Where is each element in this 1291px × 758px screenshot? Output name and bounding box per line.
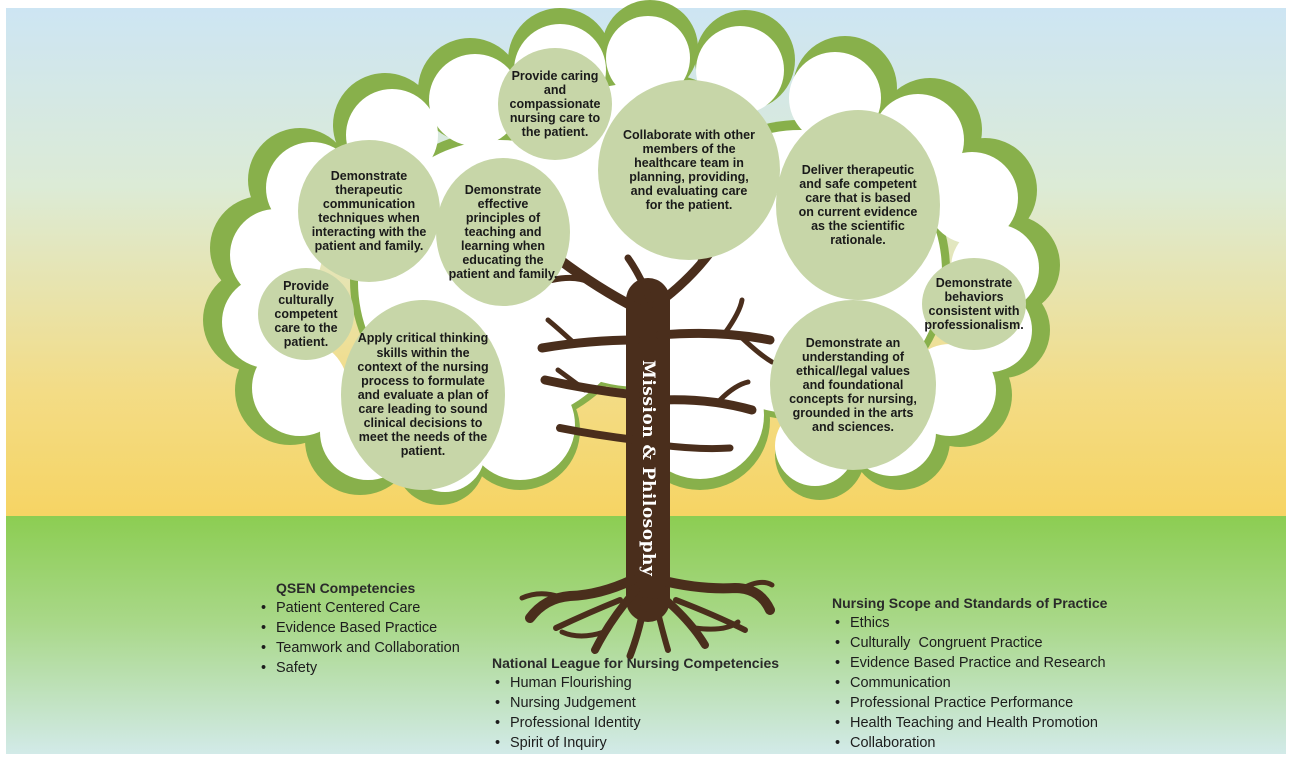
list-item: Spirit of Inquiry [492, 733, 779, 753]
qsen-competencies: QSEN Competencies Patient Centered Care … [258, 580, 460, 678]
list-item: Patient Centered Care [258, 598, 460, 618]
list-item: Evidence Based Practice and Research [832, 653, 1107, 673]
list-item: Teamwork and Collaboration [258, 638, 460, 658]
list-item: Nursing Judgement [492, 693, 779, 713]
list-item: Communication [832, 673, 1107, 693]
nln-list: Human Flourishing Nursing Judgement Prof… [492, 673, 779, 753]
qsen-title: QSEN Competencies [276, 580, 416, 596]
bubble-cultural: Provide culturally competent care to the… [258, 268, 354, 360]
bubble-caring: Provide caring and compassionate nursing… [498, 48, 612, 160]
list-item: Professional Practice Performance [832, 693, 1107, 713]
tree-trunk [519, 221, 775, 660]
list-item: Ethics [832, 613, 1107, 633]
nln-title: National League for Nursing Competencies [492, 655, 780, 671]
bubble-therapeutic-communication: Demonstrate therapeutic communication te… [298, 140, 440, 282]
bubble-professionalism: Demonstrate behaviors consistent with pr… [922, 258, 1026, 350]
list-item: Health Teaching and Health Promotion [832, 713, 1107, 733]
bubble-safe-care: Deliver therapeutic and safe competent c… [776, 110, 940, 300]
bubble-critical-thinking: Apply critical thinking skills within th… [341, 300, 505, 490]
scope-standards: Nursing Scope and Standards of Practice … [832, 595, 1107, 753]
list-item: Evidence Based Practice [258, 618, 460, 638]
list-item: Human Flourishing [492, 673, 779, 693]
trunk-label: Mission & Philosophy [638, 359, 658, 577]
bubble-collaborate: Collaborate with other members of the he… [598, 80, 780, 260]
scope-list: Ethics Culturally Congruent Practice Evi… [832, 613, 1107, 753]
list-item: Collaboration [832, 733, 1107, 753]
list-item: Culturally Congruent Practice [832, 633, 1107, 653]
bubble-teaching: Demonstrate effective principles of teac… [436, 158, 570, 306]
nln-competencies: National League for Nursing Competencies… [492, 655, 779, 753]
bubble-ethical: Demonstrate an understanding of ethical/… [770, 300, 936, 470]
qsen-list: Patient Centered Care Evidence Based Pra… [258, 598, 460, 678]
scope-title: Nursing Scope and Standards of Practice [832, 595, 1108, 611]
list-item: Professional Identity [492, 713, 779, 733]
list-item: Safety [258, 658, 460, 678]
